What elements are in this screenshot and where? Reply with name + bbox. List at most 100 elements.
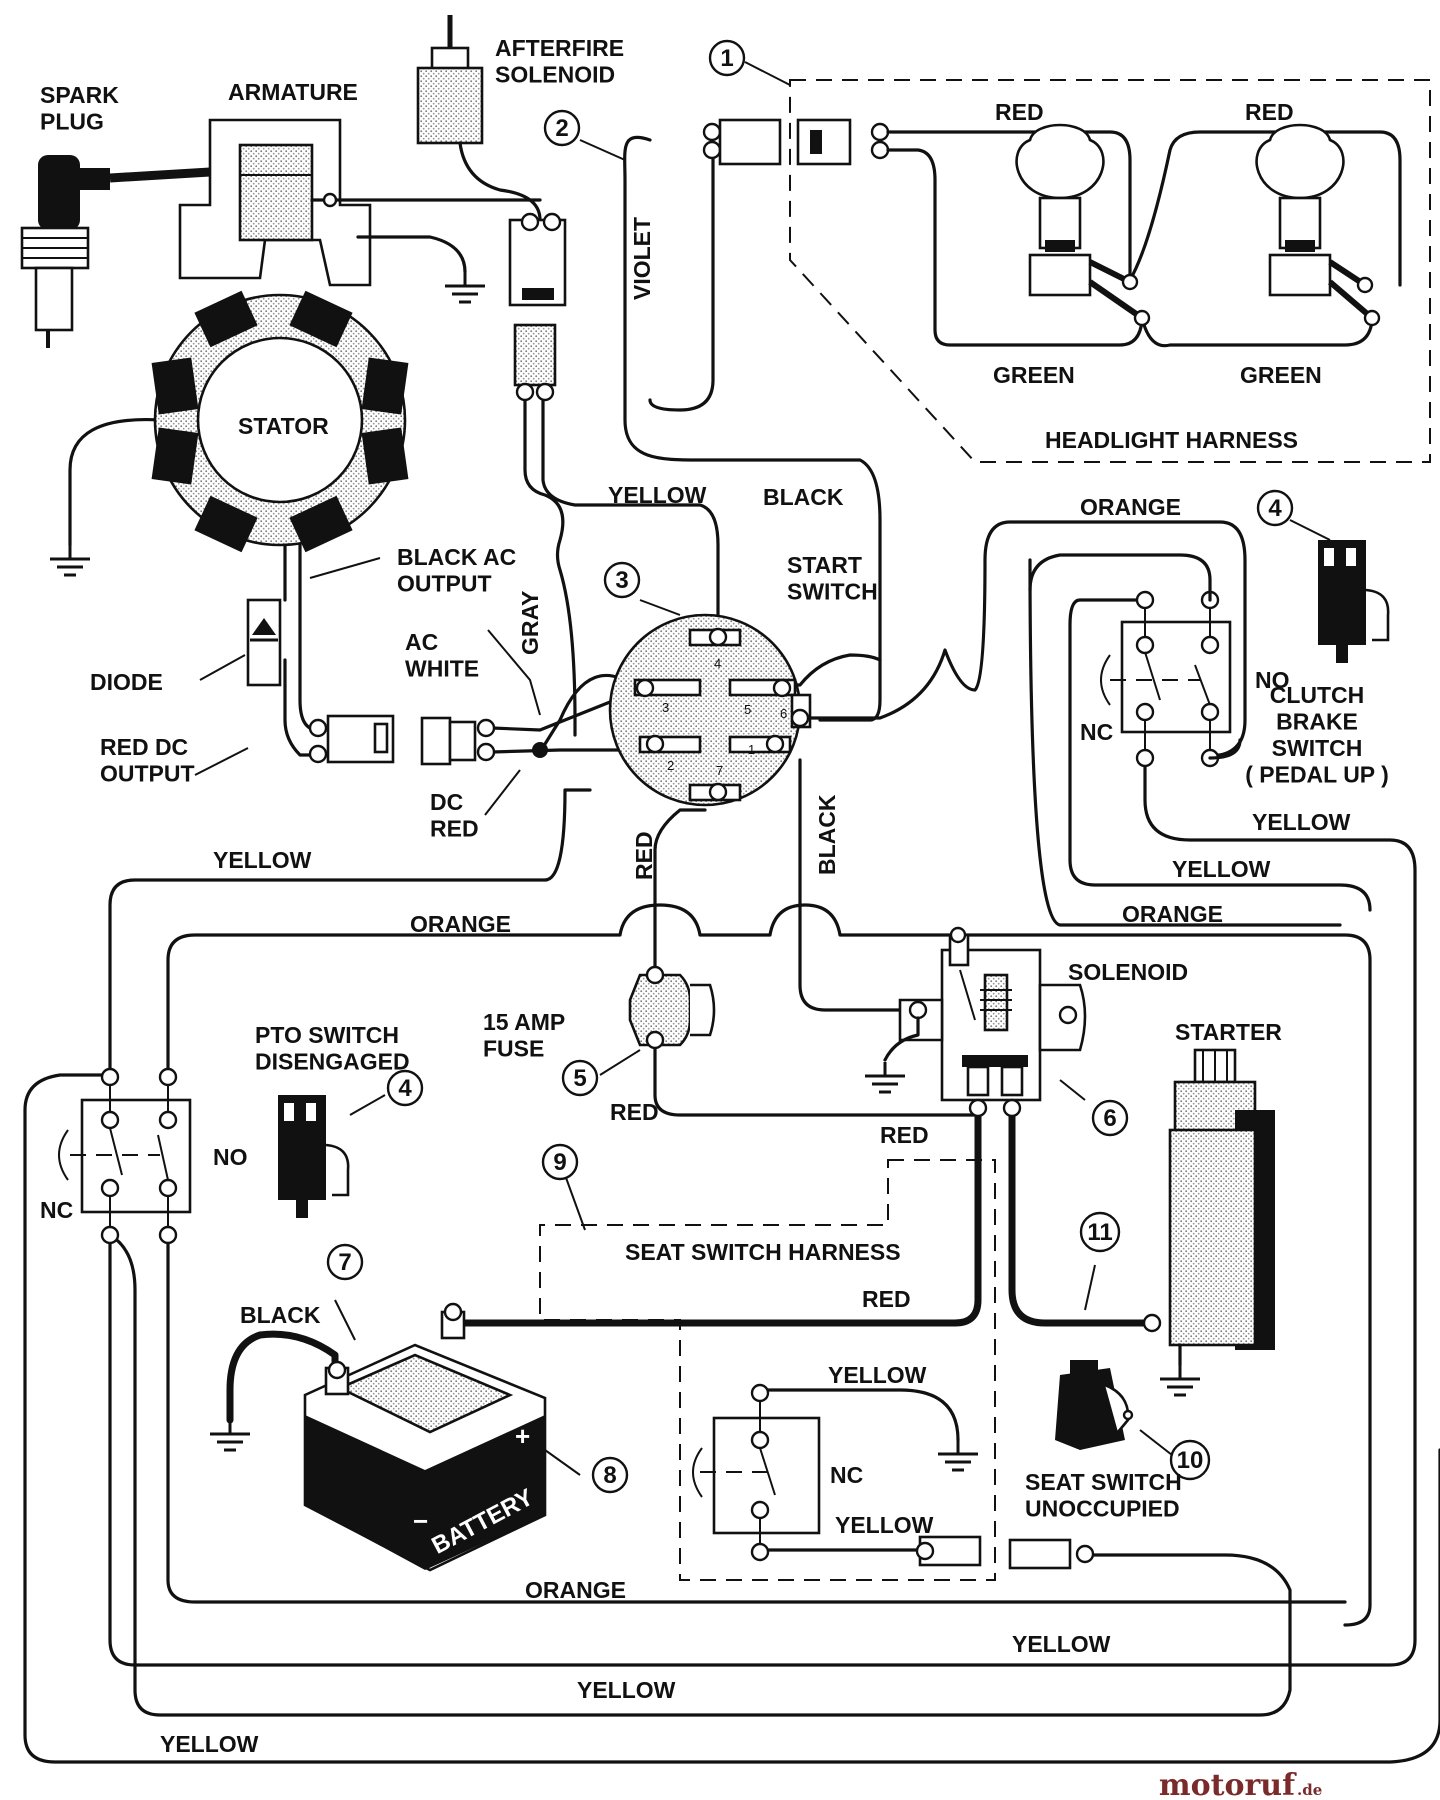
junction-dot	[532, 742, 548, 758]
start-switch-pin-1: 1	[748, 742, 755, 757]
battery-plus-sign: +	[515, 1421, 530, 1451]
callouts: 1 2 3 4 4 5 6 7 8 9 10 11	[326, 39, 1294, 1494]
svg-text:10: 10	[1177, 1447, 1204, 1474]
spark-plug-icon	[20, 155, 211, 348]
svg-text:3: 3	[615, 567, 628, 594]
black-ac-output-wire	[283, 538, 327, 757]
seat-switch-icon	[1008, 1360, 1134, 1570]
solenoid-label: SOLENOID	[1068, 959, 1188, 985]
headlight-harness-label: HEADLIGHT HARNESS	[1045, 427, 1298, 453]
black-wire-pin5	[763, 653, 882, 687]
wire-label-orange-clutch: ORANGE	[1080, 494, 1181, 520]
battery-positive-cable	[451, 1106, 982, 1327]
violet-wire	[623, 135, 882, 722]
wire-label-yellow-seat-2: YELLOW	[835, 1512, 934, 1538]
wire-label-red-solenoid: RED	[880, 1122, 929, 1148]
start-switch-pin-5: 5	[744, 702, 751, 717]
pto-nc-label: NC	[40, 1197, 73, 1223]
red-wire-fuse-out	[653, 1038, 977, 1117]
svg-text:7: 7	[338, 1249, 351, 1276]
starter-cable	[1008, 1106, 1154, 1327]
callout-8: 8	[591, 1456, 629, 1494]
clutch-switch-part-icon	[1318, 540, 1390, 663]
orange-wire-clutch-mid	[1028, 558, 1342, 927]
svg-text:6: 6	[1103, 1105, 1116, 1132]
wire-label-violet: VIOLET	[629, 217, 655, 300]
wire-label-gray: GRAY	[517, 591, 543, 655]
solenoid-icon	[863, 926, 1087, 1118]
brand-name: motoruf	[1159, 1768, 1297, 1800]
wire-label-black-solenoid: BLACK	[814, 794, 840, 875]
callout-3: 3	[603, 561, 641, 599]
battery-icon: BATTERY + −	[208, 1302, 547, 1572]
black-wire-solenoid	[798, 758, 912, 1012]
armature-label: ARMATURE	[228, 79, 358, 105]
callout-4: 4	[386, 1069, 424, 1107]
battery-minus-sign: −	[413, 1506, 428, 1536]
callout-10: 10	[1169, 1439, 1211, 1481]
callout-6: 6	[1091, 1099, 1129, 1137]
wire-label-black-top: BLACK	[763, 484, 844, 510]
stator-ground-wire	[68, 417, 162, 547]
wire-label-orange-top: ORANGE	[410, 911, 511, 937]
stator-output-connector	[308, 714, 395, 764]
headlight-bulb-icon	[1015, 123, 1151, 327]
wire-label-yellow-bottom-3: YELLOW	[160, 1731, 259, 1757]
wire-label-yellow-clutch-right: YELLOW	[1252, 809, 1351, 835]
yellow-wire-left-loop	[108, 788, 592, 1077]
leader-lines	[194, 61, 1331, 1476]
wire-label-yellow-left: YELLOW	[213, 847, 312, 873]
starter-icon	[1142, 1048, 1275, 1397]
violet-wire-loop	[648, 148, 715, 412]
wire-label-red-fuse: RED	[610, 1099, 659, 1125]
start-switch-pin-7: 7	[716, 763, 723, 778]
svg-text:5: 5	[573, 1065, 586, 1092]
callout-1: 1	[708, 39, 746, 77]
diode-label: DIODE	[90, 669, 163, 695]
wire-label-yellow-bottom-2: YELLOW	[577, 1677, 676, 1703]
yellow-wire-clutch-right	[108, 758, 1417, 1667]
svg-text:11: 11	[1087, 1219, 1112, 1246]
wire-label-green-1: GREEN	[993, 362, 1075, 388]
wire-label-black-battery: BLACK	[240, 1302, 321, 1328]
seat-switch-harness-label: SEAT SWITCH HARNESS	[625, 1239, 901, 1265]
orange-wire-pto	[166, 1233, 1347, 1604]
start-switch-terminals	[633, 627, 812, 802]
yellow-wire-seat-ground	[758, 1388, 960, 1442]
wire-label-orange-bottom: ORANGE	[525, 1577, 626, 1603]
ac-dc-connector	[420, 716, 496, 766]
diode-icon	[246, 598, 282, 687]
svg-text:1: 1	[720, 45, 733, 72]
orange-wire-top	[166, 903, 1372, 1627]
pto-switch-icon	[58, 1067, 192, 1245]
wire-label-red-1: RED	[995, 99, 1044, 125]
seat-switch-harness-outline	[539, 1159, 996, 1581]
clutch-nc-label: NC	[1080, 719, 1113, 745]
clutch-no-label: NO	[1255, 667, 1290, 693]
callout-4: 4	[1256, 489, 1294, 527]
orange-wire-clutch	[801, 520, 1247, 757]
headlight-bulb-icon	[1255, 123, 1381, 327]
harness-outlines	[539, 79, 1431, 1581]
wire-label-red-2: RED	[1245, 99, 1294, 125]
fuse-icon	[628, 965, 716, 1050]
wire-label-green-2: GREEN	[1240, 362, 1322, 388]
stator-label: STATOR	[238, 413, 329, 439]
pto-no-label: NO	[213, 1144, 248, 1170]
afterfire-solenoid-icon	[416, 15, 567, 402]
clutch-switch-icon	[1028, 553, 1242, 768]
start-switch-pin-4: 4	[714, 656, 721, 671]
seat-harness-switch-icon	[692, 1383, 982, 1567]
wire-label-yellow-afterfire: YELLOW	[608, 482, 707, 508]
yellow-wire-pto-outer	[23, 1073, 1440, 1764]
wire-labels: RED RED GREEN GREEN VIOLET YELLOW BLACK …	[160, 99, 1351, 1757]
